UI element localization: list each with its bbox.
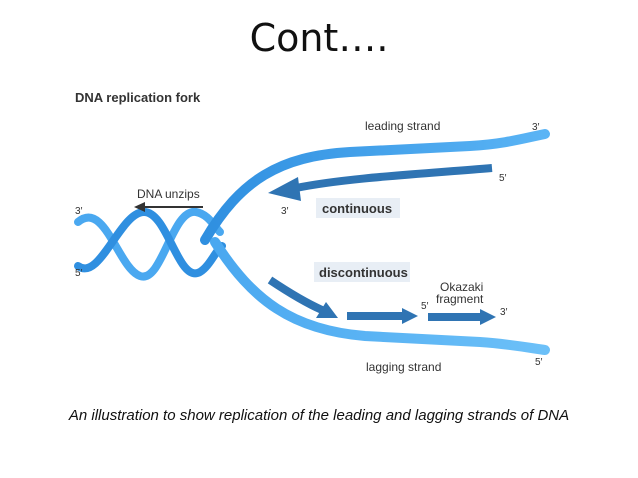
discontinuous-label-box xyxy=(314,262,410,282)
end-label-5prime-bottom-right: 5′ xyxy=(535,357,543,368)
continuous-label: continuous xyxy=(322,201,392,216)
top-parent-strand xyxy=(200,129,550,245)
okazaki-fragment-3 xyxy=(428,313,480,321)
leading-new-strand-body xyxy=(295,164,493,192)
discontinuous-label: discontinuous xyxy=(319,265,408,280)
figure-caption: An illustration to show replication of t… xyxy=(68,407,570,424)
okazaki-label-line1: Okazaki xyxy=(440,280,483,294)
leading-new-strand-arrowhead xyxy=(268,177,301,201)
end-label-5prime-okazaki: 5′ xyxy=(421,301,429,312)
lagging-strand-label: lagging strand xyxy=(366,360,441,374)
okazaki-fragment-1-arrowhead xyxy=(316,302,338,318)
slide-title: Cont…. xyxy=(249,16,389,60)
okazaki-fragment-1 xyxy=(267,276,324,314)
okazaki-fragment-3-arrowhead xyxy=(480,309,496,325)
end-label-3prime-leading: 3′ xyxy=(281,206,289,217)
helix-strand-a xyxy=(74,208,224,281)
lagging-strand-fragments xyxy=(267,276,496,325)
continuous-label-box xyxy=(316,198,400,218)
dna-unzips-label: DNA unzips xyxy=(137,187,200,201)
leading-strand-label: leading strand xyxy=(365,119,440,133)
unzip-arrow xyxy=(134,202,203,212)
end-label-3prime-okazaki: 3′ xyxy=(500,307,508,318)
okazaki-label-line2: fragment xyxy=(436,292,484,306)
helix-strand-b xyxy=(74,207,226,278)
end-label-5prime-left: 5′ xyxy=(75,268,83,279)
end-label-5prime-leading: 5′ xyxy=(499,173,507,184)
double-helix xyxy=(74,207,226,281)
end-label-3prime-left: 3′ xyxy=(75,206,83,217)
okazaki-fragment-2-arrowhead xyxy=(402,308,418,324)
end-label-3prime-top-right: 3′ xyxy=(532,122,540,133)
okazaki-fragment-2 xyxy=(347,312,403,320)
diagram-title: DNA replication fork xyxy=(75,90,201,105)
leading-strand-new xyxy=(268,164,493,201)
bottom-parent-strand xyxy=(210,237,550,355)
